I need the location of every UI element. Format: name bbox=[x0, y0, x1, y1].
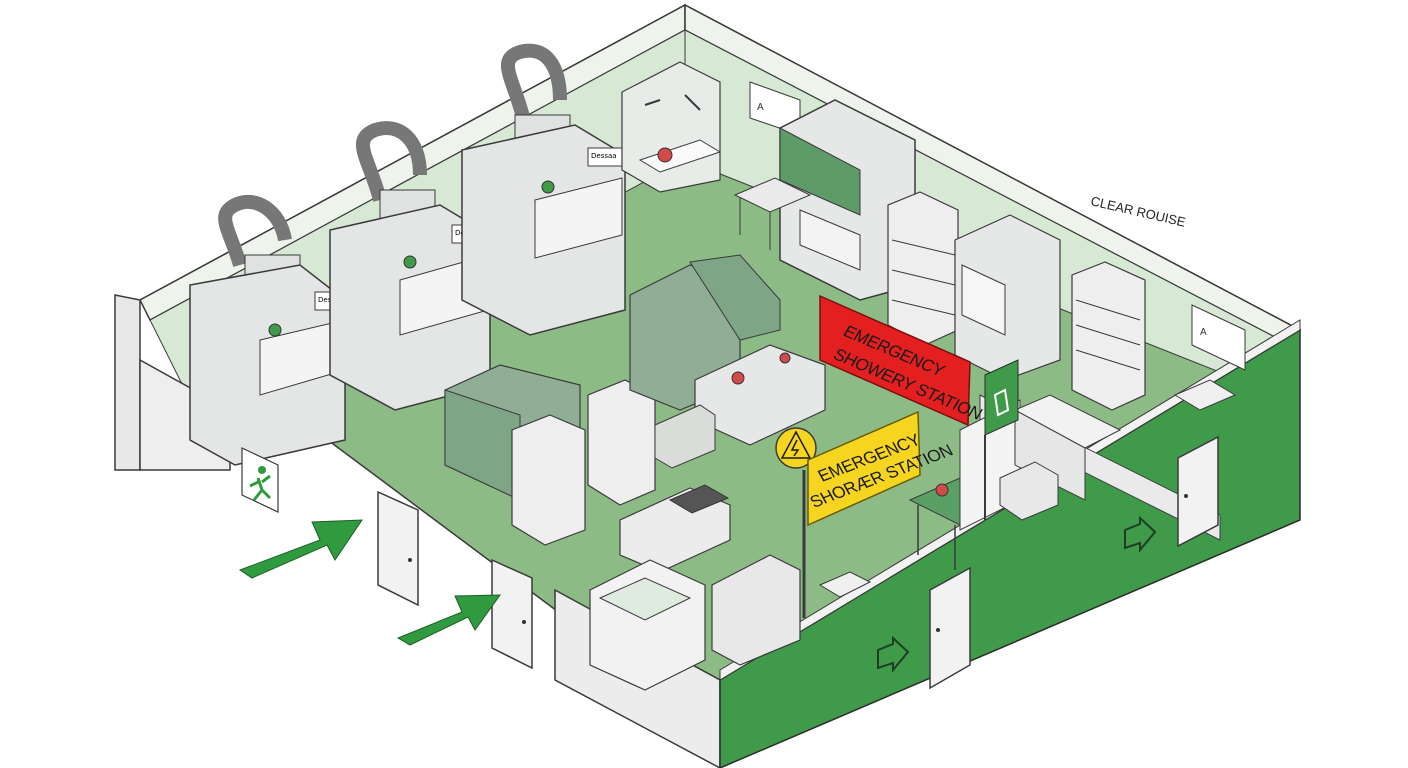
route-label: CLEAR ROUISE bbox=[1089, 193, 1187, 229]
sink-stand bbox=[818, 571, 872, 598]
glass-cabinet-1 bbox=[511, 414, 586, 546]
wall-sink-right bbox=[1173, 379, 1237, 411]
high-voltage-warning-icon bbox=[775, 427, 817, 469]
side-table bbox=[733, 177, 812, 250]
door-left-2[interactable] bbox=[491, 558, 533, 670]
fume-hood-brand-label: Dessaa bbox=[591, 152, 617, 160]
storage-cabinet bbox=[954, 214, 1061, 381]
door-front-1[interactable] bbox=[929, 566, 971, 690]
fume-hood-3: Dessaa bbox=[461, 43, 626, 336]
door-front-2[interactable] bbox=[1177, 435, 1219, 548]
hot-plate-station bbox=[619, 484, 731, 573]
fume-hood-1: Dessaa bbox=[189, 194, 348, 466]
low-bench bbox=[654, 404, 716, 469]
printer-device bbox=[999, 461, 1059, 521]
front-storage-block bbox=[711, 554, 801, 666]
arrow-right-icon bbox=[238, 519, 363, 579]
safety-poster-right: A bbox=[1191, 304, 1246, 371]
shower-icon bbox=[984, 359, 1019, 520]
arrow-right-icon bbox=[877, 635, 910, 673]
arrow-right-icon bbox=[396, 594, 501, 646]
chemical-rack bbox=[1071, 261, 1146, 411]
fume-hood-green bbox=[779, 99, 916, 301]
wall-sink-station bbox=[621, 61, 722, 193]
eyewash-room bbox=[589, 559, 706, 691]
door-left-1[interactable] bbox=[377, 490, 419, 607]
arrow-right-icon bbox=[1124, 515, 1157, 553]
side-counter bbox=[1013, 394, 1122, 501]
front-wall-left bbox=[114, 294, 141, 471]
glassware-shelf bbox=[887, 191, 959, 346]
running-man-exit-icon bbox=[241, 447, 279, 513]
island-sink-bench bbox=[694, 344, 826, 446]
glass-cabinet-2 bbox=[587, 379, 656, 506]
svg-text:A: A bbox=[757, 102, 764, 113]
svg-text:A: A bbox=[1200, 327, 1207, 338]
